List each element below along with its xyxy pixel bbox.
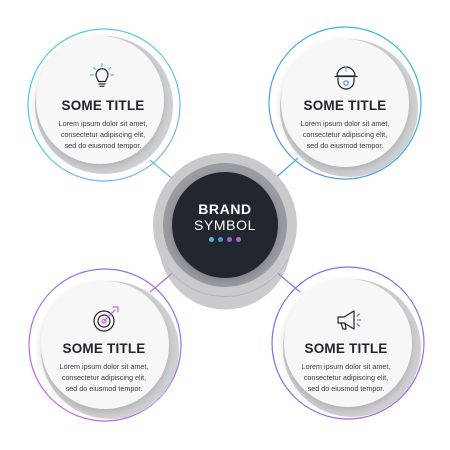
card-face xyxy=(284,279,412,407)
card-description-line: consectetur adipiscing elit, xyxy=(61,373,147,382)
center-disc xyxy=(172,172,278,278)
card-description-line: consectetur adipiscing elit, xyxy=(302,130,388,139)
card-text-top-left: SOME TITLE Lorem ipsum dolor sit amet, c… xyxy=(28,98,178,151)
card-title: SOME TITLE xyxy=(61,98,145,113)
card-description: Lorem ipsum dolor sit amet, consectetur … xyxy=(29,361,179,394)
card-text-bottom-left: SOME TITLE Lorem ipsum dolor sit amet, c… xyxy=(29,341,179,394)
center-hub xyxy=(153,153,297,310)
card-outline-ring xyxy=(28,268,182,422)
color-dot xyxy=(236,237,241,242)
card-description: Lorem ipsum dolor sit amet, consectetur … xyxy=(270,118,420,151)
card-description: Lorem ipsum dolor sit amet, consectetur … xyxy=(28,118,178,151)
card-description-line: sed do eiusmod tempor. xyxy=(307,384,385,393)
megaphone-icon xyxy=(337,310,362,330)
symbol-text: SYMBOL xyxy=(194,217,256,233)
color-dot xyxy=(218,237,223,242)
card-bottom-right xyxy=(271,266,425,420)
brand-text: BRAND xyxy=(198,201,252,217)
card-text-top-right: SOME TITLE Lorem ipsum dolor sit amet, c… xyxy=(270,98,420,151)
card-bottom-left xyxy=(28,268,182,422)
card-title: SOME TITLE xyxy=(304,341,388,356)
lightbulb-icon xyxy=(89,63,115,87)
card-description-line: Lorem ipsum dolor sit amet, xyxy=(301,362,391,371)
card-top-right xyxy=(268,26,422,180)
card-face xyxy=(41,281,169,409)
card-description-line: Lorem ipsum dolor sit amet, xyxy=(59,362,149,371)
card-description: Lorem ipsum dolor sit amet, consectetur … xyxy=(271,361,421,394)
card-outline-ring xyxy=(268,26,422,180)
color-dot xyxy=(209,237,214,242)
center-ring-shadow xyxy=(160,255,290,310)
color-dots xyxy=(180,237,270,243)
card-top-left xyxy=(27,28,181,182)
card-outline-ring xyxy=(27,28,181,182)
card-description-line: sed do eiusmod tempor. xyxy=(65,384,143,393)
target-arrow-icon xyxy=(93,306,119,332)
card-face xyxy=(36,36,164,164)
card-description-line: Lorem ipsum dolor sit amet, xyxy=(58,119,148,128)
card-description-line: consectetur adipiscing elit, xyxy=(60,130,146,139)
color-dot xyxy=(227,237,232,242)
card-outline-ring xyxy=(271,266,425,420)
card-description-line: sed do eiusmod tempor. xyxy=(306,141,384,150)
brand-symbol-label: BRAND SYMBOL xyxy=(180,201,270,243)
worker-helmet-gear-icon xyxy=(334,66,358,90)
card-face xyxy=(281,39,409,167)
card-title: SOME TITLE xyxy=(62,341,146,356)
card-description-line: Lorem ipsum dolor sit amet, xyxy=(300,119,390,128)
card-text-bottom-right: SOME TITLE Lorem ipsum dolor sit amet, c… xyxy=(271,341,421,394)
card-title: SOME TITLE xyxy=(303,98,387,113)
card-description-line: consectetur adipiscing elit, xyxy=(303,373,389,382)
card-description-line: sed do eiusmod tempor. xyxy=(64,141,142,150)
